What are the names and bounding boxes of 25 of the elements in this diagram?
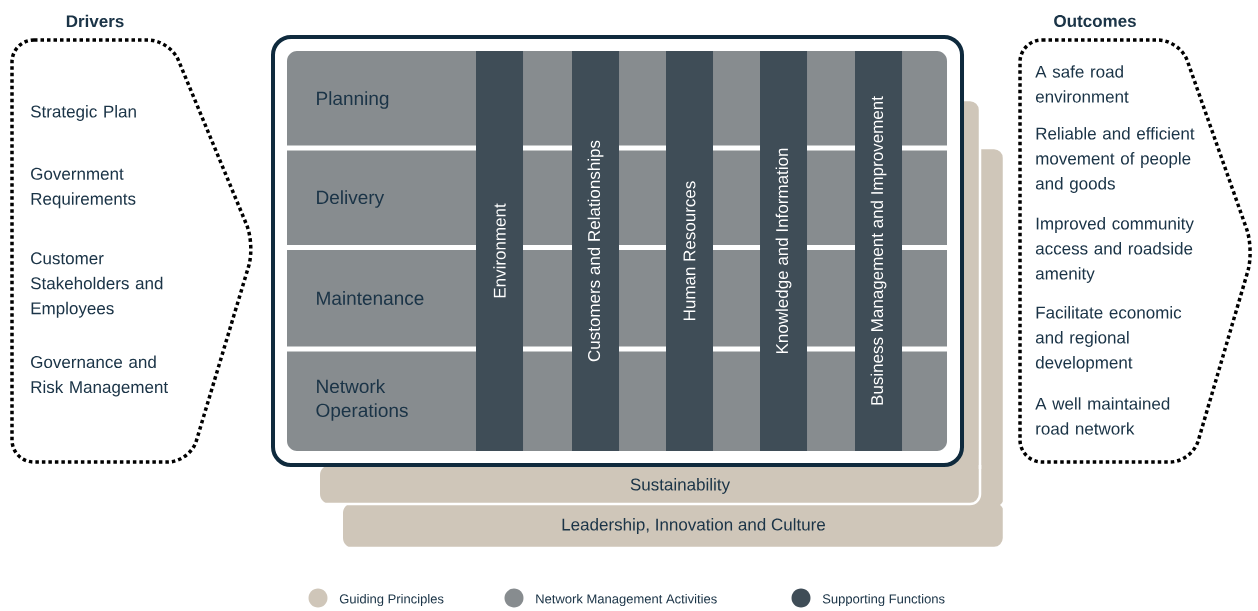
item-text: Government Requirements bbox=[31, 167, 136, 209]
row-label: Delivery bbox=[317, 190, 385, 208]
row-label: Maintenance bbox=[317, 291, 424, 305]
row-label: Network Operations bbox=[316, 379, 408, 421]
legend-text: Guiding Principles bbox=[339, 593, 444, 607]
legend-text: Network Management Activities bbox=[536, 593, 717, 607]
column-bar: Human Resources bbox=[666, 51, 713, 451]
legend-text: Supporting Functions bbox=[822, 593, 945, 607]
item-text: Strategic Plan bbox=[30, 105, 136, 121]
band: Sustainability bbox=[320, 465, 982, 506]
item-text: Governance and Risk Management bbox=[31, 355, 168, 397]
band: Leadership, Innovation and Culture bbox=[343, 503, 1006, 550]
item-text: Improved community access and roadside amenity bbox=[1035, 217, 1194, 283]
item-text: Facilitate economic and regional development bbox=[1035, 306, 1182, 372]
column-bar: Environment bbox=[476, 51, 523, 451]
column-bar: Knowledge and Information bbox=[760, 51, 807, 451]
column-bar: Customers and Relationships bbox=[572, 51, 619, 451]
item-text: A well maintained road network bbox=[1035, 397, 1170, 435]
heading: Outcomes bbox=[1054, 15, 1136, 28]
item-text: Reliable and efficient movement of people and goods bbox=[1035, 127, 1195, 193]
item-text: A safe road environment bbox=[1035, 65, 1129, 103]
heading: Drivers bbox=[66, 14, 124, 28]
column-bar: Business Management and Improvement bbox=[855, 51, 902, 451]
row-label: Planning bbox=[317, 91, 389, 109]
item-text: Customer Stakeholders and Employees bbox=[30, 252, 163, 318]
